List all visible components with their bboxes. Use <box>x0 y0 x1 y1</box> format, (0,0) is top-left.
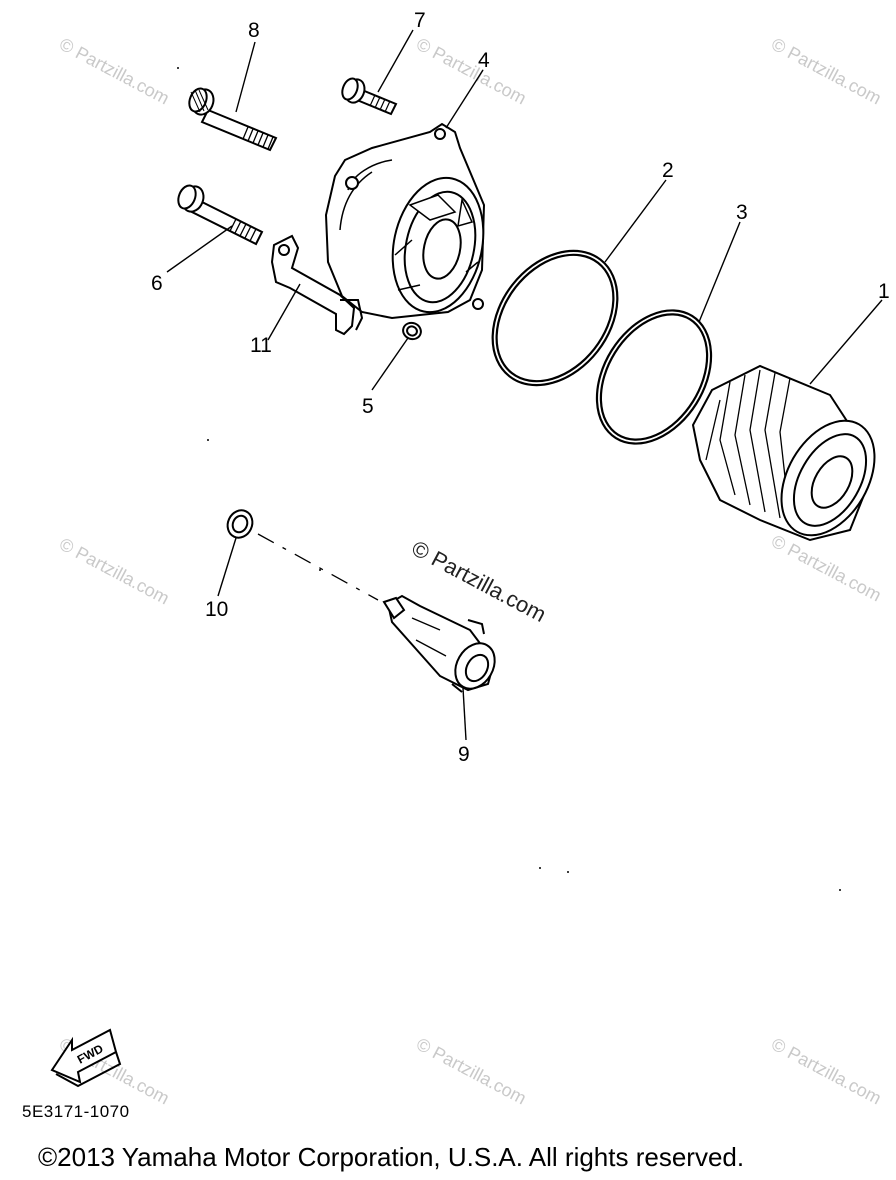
part-5-o-ring <box>402 321 422 341</box>
callout-11: 11 <box>250 334 272 357</box>
assembly-line <box>257 533 379 601</box>
fwd-arrow: FWD <box>50 1028 122 1088</box>
scan-dots <box>177 67 841 891</box>
part-3-o-ring <box>595 309 713 445</box>
watermark-8: © Partzilla.com <box>768 1034 884 1109</box>
callout-1: 1 <box>878 280 890 303</box>
callouts: 8 7 4 2 3 1 6 11 5 10 9 <box>151 9 890 766</box>
watermark-2: © Partzilla.com <box>413 34 529 109</box>
part-9-valve <box>382 594 496 693</box>
part-7-bolt <box>341 77 398 116</box>
copyright-notice: ©2013 Yamaha Motor Corporation, U.S.A. A… <box>38 1142 745 1172</box>
watermark-3: © Partzilla.com <box>768 34 884 109</box>
callout-4: 4 <box>478 49 490 72</box>
part-6-bolt <box>177 184 264 246</box>
leader-lines <box>166 29 883 741</box>
callout-8: 8 <box>248 19 260 42</box>
watermark-1: © Partzilla.com <box>56 34 172 109</box>
part-2-o-ring <box>491 249 619 387</box>
callout-6: 6 <box>151 272 163 295</box>
watermark-7: © Partzilla.com <box>413 1034 529 1109</box>
callout-9: 9 <box>458 743 470 766</box>
callout-10: 10 <box>205 598 228 621</box>
callout-3: 3 <box>736 201 748 224</box>
watermark-5: © Partzilla.com <box>768 531 884 606</box>
part-11-bracket <box>270 234 364 336</box>
part-1-filter <box>691 364 876 542</box>
part-8-bolt <box>188 87 278 152</box>
watermark-4: © Partzilla.com <box>56 534 172 609</box>
part-4-cover <box>324 122 486 320</box>
part-10-washer <box>226 509 254 539</box>
callout-5: 5 <box>362 395 374 418</box>
diagram-code: 5E3171-1070 <box>22 1102 130 1121</box>
callout-2: 2 <box>662 159 674 182</box>
callout-7: 7 <box>414 9 426 32</box>
